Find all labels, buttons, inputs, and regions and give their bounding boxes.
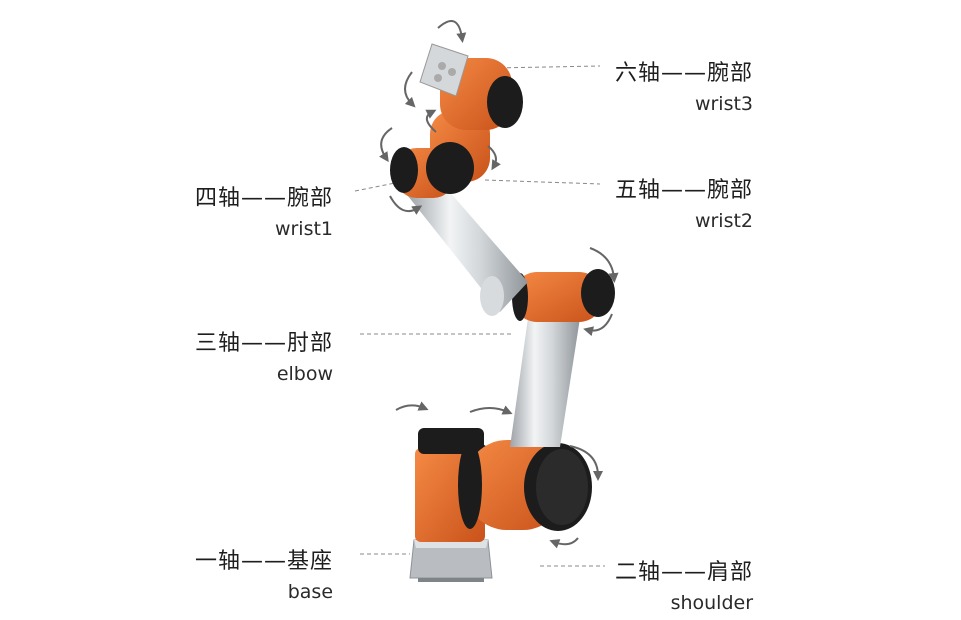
leader-j6: [492, 65, 601, 69]
forearm-tube: [408, 183, 528, 316]
joint2-zh: 二轴——肩部: [615, 560, 754, 585]
joint1-label: 一轴——基座 base: [195, 543, 333, 603]
rotation-arrow-j2b: [549, 537, 579, 549]
rotation-arrow-j2a: [569, 445, 603, 481]
joint5-label: 五轴——腕部 wrist2: [615, 172, 753, 232]
rotation-arrow-j4b: [389, 195, 423, 215]
rotation-arrow-j1a: [395, 401, 429, 411]
joint2-en: shoulder: [670, 592, 754, 614]
joint5-en: wrist2: [694, 210, 754, 232]
leader-j4: [354, 182, 396, 192]
joint1-zh: 一轴——基座: [195, 549, 334, 574]
joint4-label: 四轴——腕部 wrist1: [195, 180, 333, 240]
joint2-shoulder: [458, 440, 592, 531]
rotation-arrow-j6b: [404, 71, 416, 108]
rotation-arrow-j3a: [589, 247, 619, 283]
joint6-zh: 六轴——腕部: [615, 61, 754, 86]
joint2-label: 二轴——肩部 shoulder: [615, 554, 753, 614]
leader-lines: [354, 65, 605, 567]
rotation-arrow-j1b: [469, 405, 513, 415]
joint4-en: wrist1: [274, 218, 334, 240]
leader-j5: [484, 179, 601, 185]
joint3-en: elbow: [276, 363, 334, 385]
rotation-arrow-j6a: [437, 19, 467, 43]
joint3-zh: 三轴——肘部: [195, 331, 334, 356]
joint5-zh: 五轴——腕部: [615, 178, 754, 203]
joint6-wrist3: [419, 43, 523, 130]
joint6-label: 六轴——腕部 wrist3: [615, 55, 753, 115]
joint4-zh: 四轴——腕部: [195, 186, 334, 211]
joint3-label: 三轴——肘部 elbow: [195, 325, 333, 385]
base-mount: [409, 539, 493, 582]
rotation-arrow-j5a: [425, 109, 437, 133]
joint6-en: wrist3: [694, 93, 754, 115]
rotation-arrow-j3b: [583, 313, 613, 337]
rotation-arrow-j5b: [487, 145, 501, 171]
joint3-elbow: [512, 269, 615, 322]
rotation-arrows: [379, 19, 619, 549]
joint1-en: base: [287, 581, 334, 603]
upper-arm-tube: [510, 318, 580, 447]
rotation-arrow-j4a: [379, 127, 393, 163]
